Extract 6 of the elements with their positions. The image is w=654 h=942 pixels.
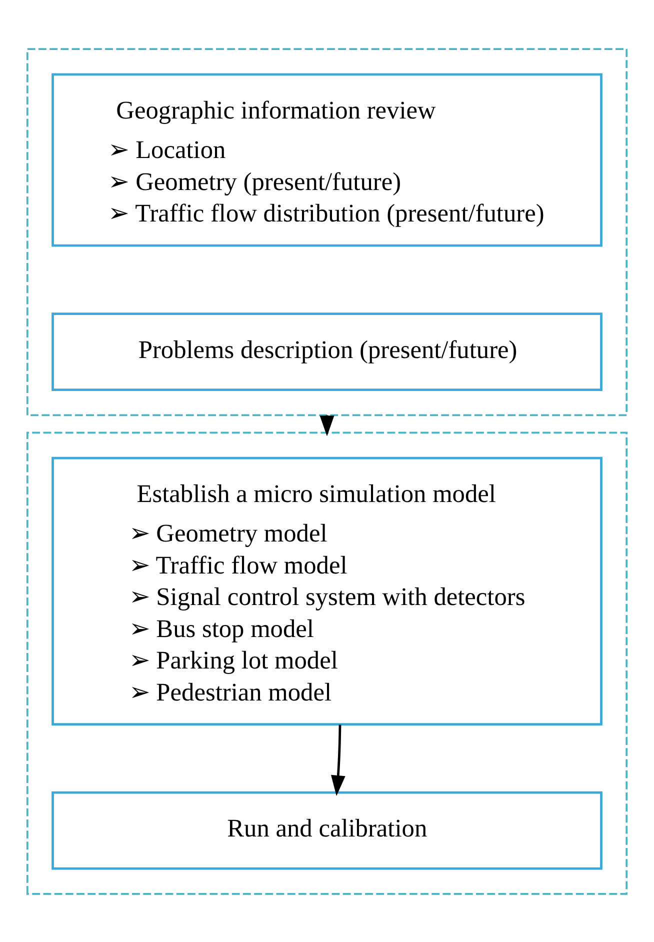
node-box: Problems description (present/future): [52, 312, 602, 391]
node-box: Run and calibration: [52, 790, 602, 870]
node-box: Establish a micro simulation model ➢ Geometry model ➢ Traffic flow model ➢ Signal control system with detectors ➢ Bus stop model ➢ Parking lot model ➢ Pedestrian model: [52, 456, 602, 726]
cluster: [26, 431, 628, 894]
node-box: Geographic information review ➢ Location ➢ Geometry (present/future) ➢ Traffic flow distribution (present/future): [52, 72, 602, 246]
arrow: [330, 724, 346, 796]
